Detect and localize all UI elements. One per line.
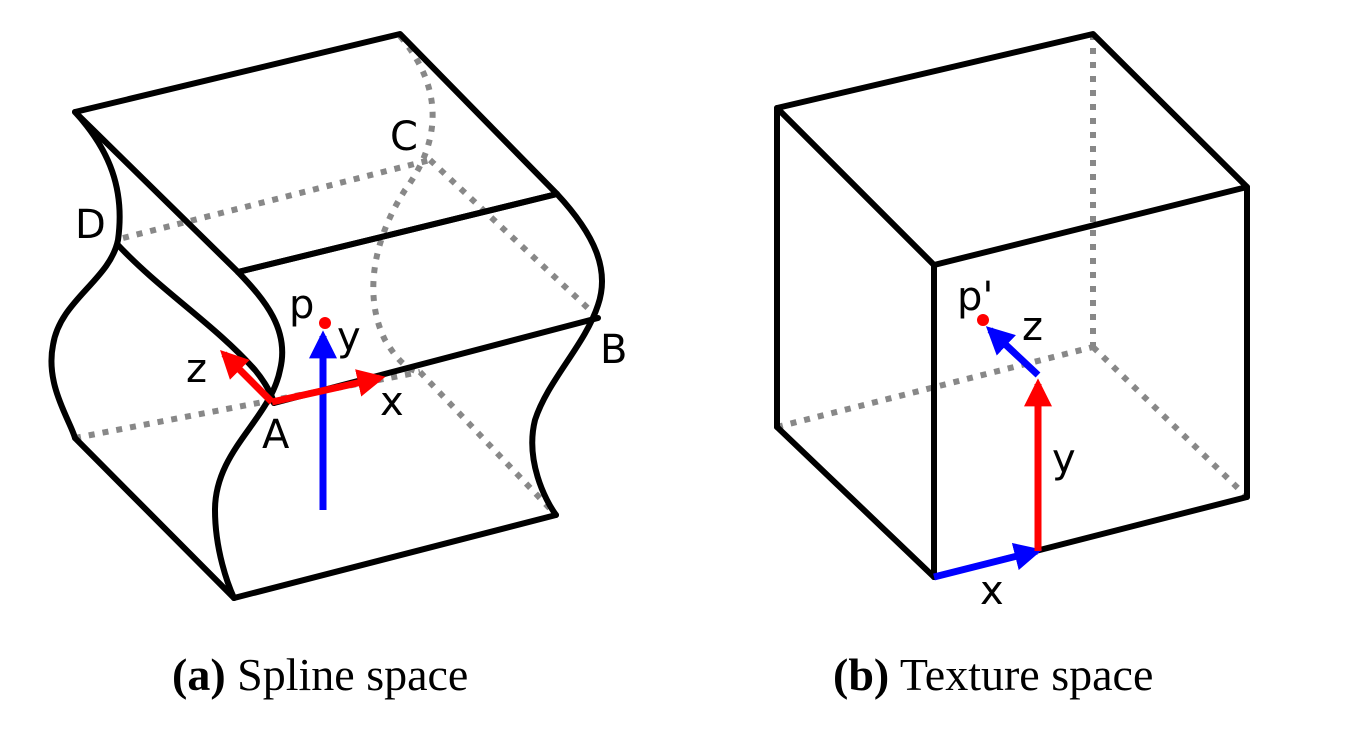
hidden-line-d-c [122, 157, 431, 241]
spline-space-diagram: A B C D p x y z [48, 31, 627, 601]
label-y-b: y [1052, 436, 1076, 482]
axis-z-a [220, 350, 275, 405]
axis-z-b [985, 326, 1041, 378]
front-middle-line [235, 191, 560, 275]
caption-texture-space: (b) Texture space [833, 648, 1153, 701]
hidden-line-bottom-right [417, 369, 559, 518]
label-z-b: z [1022, 304, 1043, 350]
axis-x-b [933, 542, 1043, 581]
label-z: z [186, 346, 207, 392]
visible-edges-b [774, 31, 1250, 580]
caption-spline-space: (a) Spline space [172, 648, 468, 701]
point-p-prime [977, 314, 989, 326]
hidden-edges [74, 34, 595, 518]
caption-a-tag: (a) [172, 649, 226, 700]
hidden-line-c-b [427, 157, 595, 315]
hidden-left [776, 344, 1094, 430]
label-c: C [390, 114, 418, 160]
caption-b-tag: (b) [833, 649, 890, 700]
hidden-curve-c [370, 34, 436, 375]
hidden-edges-b [776, 34, 1250, 500]
label-x: x [380, 379, 404, 425]
hidden-right [1090, 344, 1250, 500]
label-p-prime: p' [957, 274, 993, 320]
texture-space-diagram: p' z y x [774, 31, 1250, 614]
bottom-front-edge [231, 512, 559, 601]
caption-b-text: Texture space [899, 649, 1154, 700]
label-d: D [75, 202, 106, 248]
bottom-left-b [774, 424, 937, 580]
top-face-b [774, 31, 1250, 268]
label-y: y [337, 314, 361, 360]
caption-a-text: Spline space [237, 649, 469, 700]
left-top-curve [48, 109, 123, 441]
bottom-left-edge [72, 435, 237, 601]
label-x-b: x [980, 568, 1004, 614]
visible-edges [48, 31, 605, 601]
left-front-curve [212, 269, 286, 601]
axis-x-a [271, 369, 386, 406]
label-a: A [262, 412, 290, 458]
label-p: p [289, 282, 314, 328]
right-curve [529, 191, 605, 518]
top-face-outline [72, 31, 560, 275]
point-p [319, 317, 331, 329]
label-b: B [600, 327, 627, 373]
hidden-line-bottom-left [74, 369, 421, 441]
